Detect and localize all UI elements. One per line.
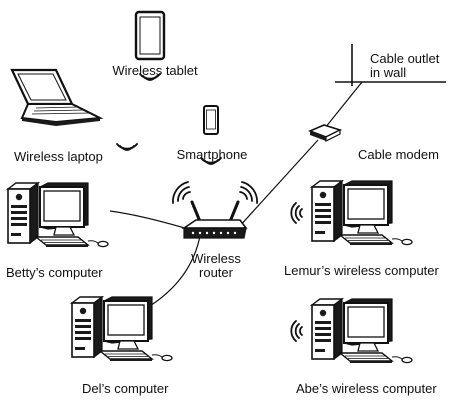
label-wireless-tablet: Wireless tablet — [112, 63, 198, 78]
betty-computer-icon — [7, 182, 109, 248]
modem-to-router-cable — [237, 139, 319, 229]
wireless-router-icon — [181, 200, 248, 239]
label-abe-computer: Abe’s wireless computer — [296, 381, 437, 396]
label-del-computer: Del’s computer — [82, 381, 169, 396]
label-cable-outlet-line2: in wall — [370, 65, 407, 80]
cable-modem-icon — [307, 124, 343, 142]
abe-signal-icon — [290, 320, 303, 342]
lemur-signal-icon — [290, 202, 303, 224]
del-computer-icon — [71, 296, 173, 362]
router-to-betty-cable — [109, 210, 189, 230]
router-signal-icon — [172, 181, 258, 204]
label-wireless-laptop: Wireless laptop — [14, 149, 103, 164]
label-betty-computer: Betty’s computer — [6, 265, 103, 280]
label-smartphone: Smartphone — [176, 147, 248, 162]
label-cable-modem: Cable modem — [358, 147, 439, 162]
label-lemur-computer: Lemur’s wireless computer — [284, 263, 439, 278]
wireless-laptop-icon — [10, 68, 104, 126]
wireless-tablet-icon — [134, 10, 166, 61]
laptop-signal-icon — [116, 143, 138, 151]
label-router-line2: router — [199, 265, 233, 280]
abe-computer-icon — [311, 298, 413, 364]
wall-to-modem-cable — [324, 81, 363, 129]
smartphone-icon — [203, 105, 219, 135]
label-cable-outlet-line1: Cable outlet — [370, 51, 440, 66]
lemur-computer-icon — [311, 180, 413, 246]
cable-outlet-icon — [335, 44, 446, 86]
label-router-line1: Wireless — [191, 251, 241, 266]
